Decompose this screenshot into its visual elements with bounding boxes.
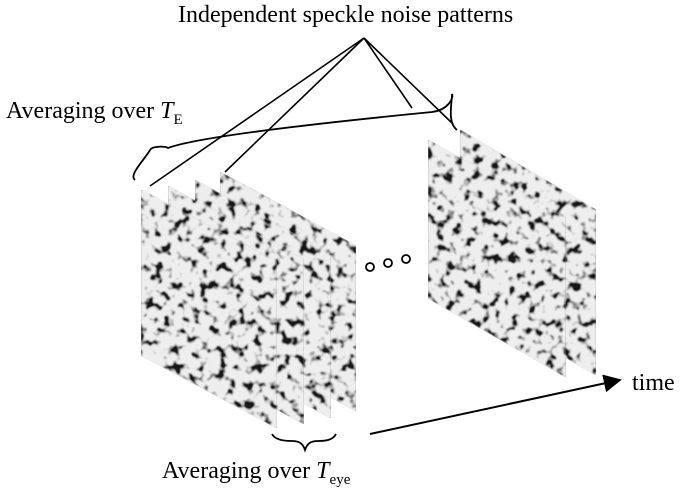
label-averaging-te-prefix: Averaging over — [6, 98, 161, 124]
diagram-title: Independent speckle noise patterns — [178, 2, 514, 28]
right-frame-stack — [427, 129, 597, 378]
ellipsis-dots — [365, 254, 411, 272]
connector-line-2 — [224, 37, 365, 173]
label-averaging-teye-sub: eye — [329, 472, 351, 488]
label-averaging-teye: Averaging over Teye — [162, 458, 351, 488]
label-averaging-te-sub: E — [173, 112, 183, 128]
connector-lines — [149, 37, 454, 187]
brace-te — [132, 93, 458, 181]
label-averaging-teye-prefix: Averaging over — [162, 458, 317, 484]
ellipsis-dot — [383, 258, 393, 268]
connector-line-3 — [363, 37, 413, 109]
brace-teye — [271, 433, 337, 453]
label-averaging-teye-var: T — [316, 458, 330, 484]
label-averaging-te-var: T — [160, 98, 174, 124]
label-time: time — [632, 370, 675, 396]
connector-line-1 — [149, 37, 365, 187]
speckle-frame — [427, 139, 567, 378]
ellipsis-dot — [365, 262, 375, 272]
speckle-frame — [140, 189, 278, 429]
left-frame-stack — [140, 171, 357, 429]
label-averaging-te: Averaging over TE — [6, 98, 183, 128]
ellipsis-dot — [401, 254, 411, 264]
connector-line-4 — [363, 37, 454, 125]
time-arrow — [369, 374, 622, 435]
